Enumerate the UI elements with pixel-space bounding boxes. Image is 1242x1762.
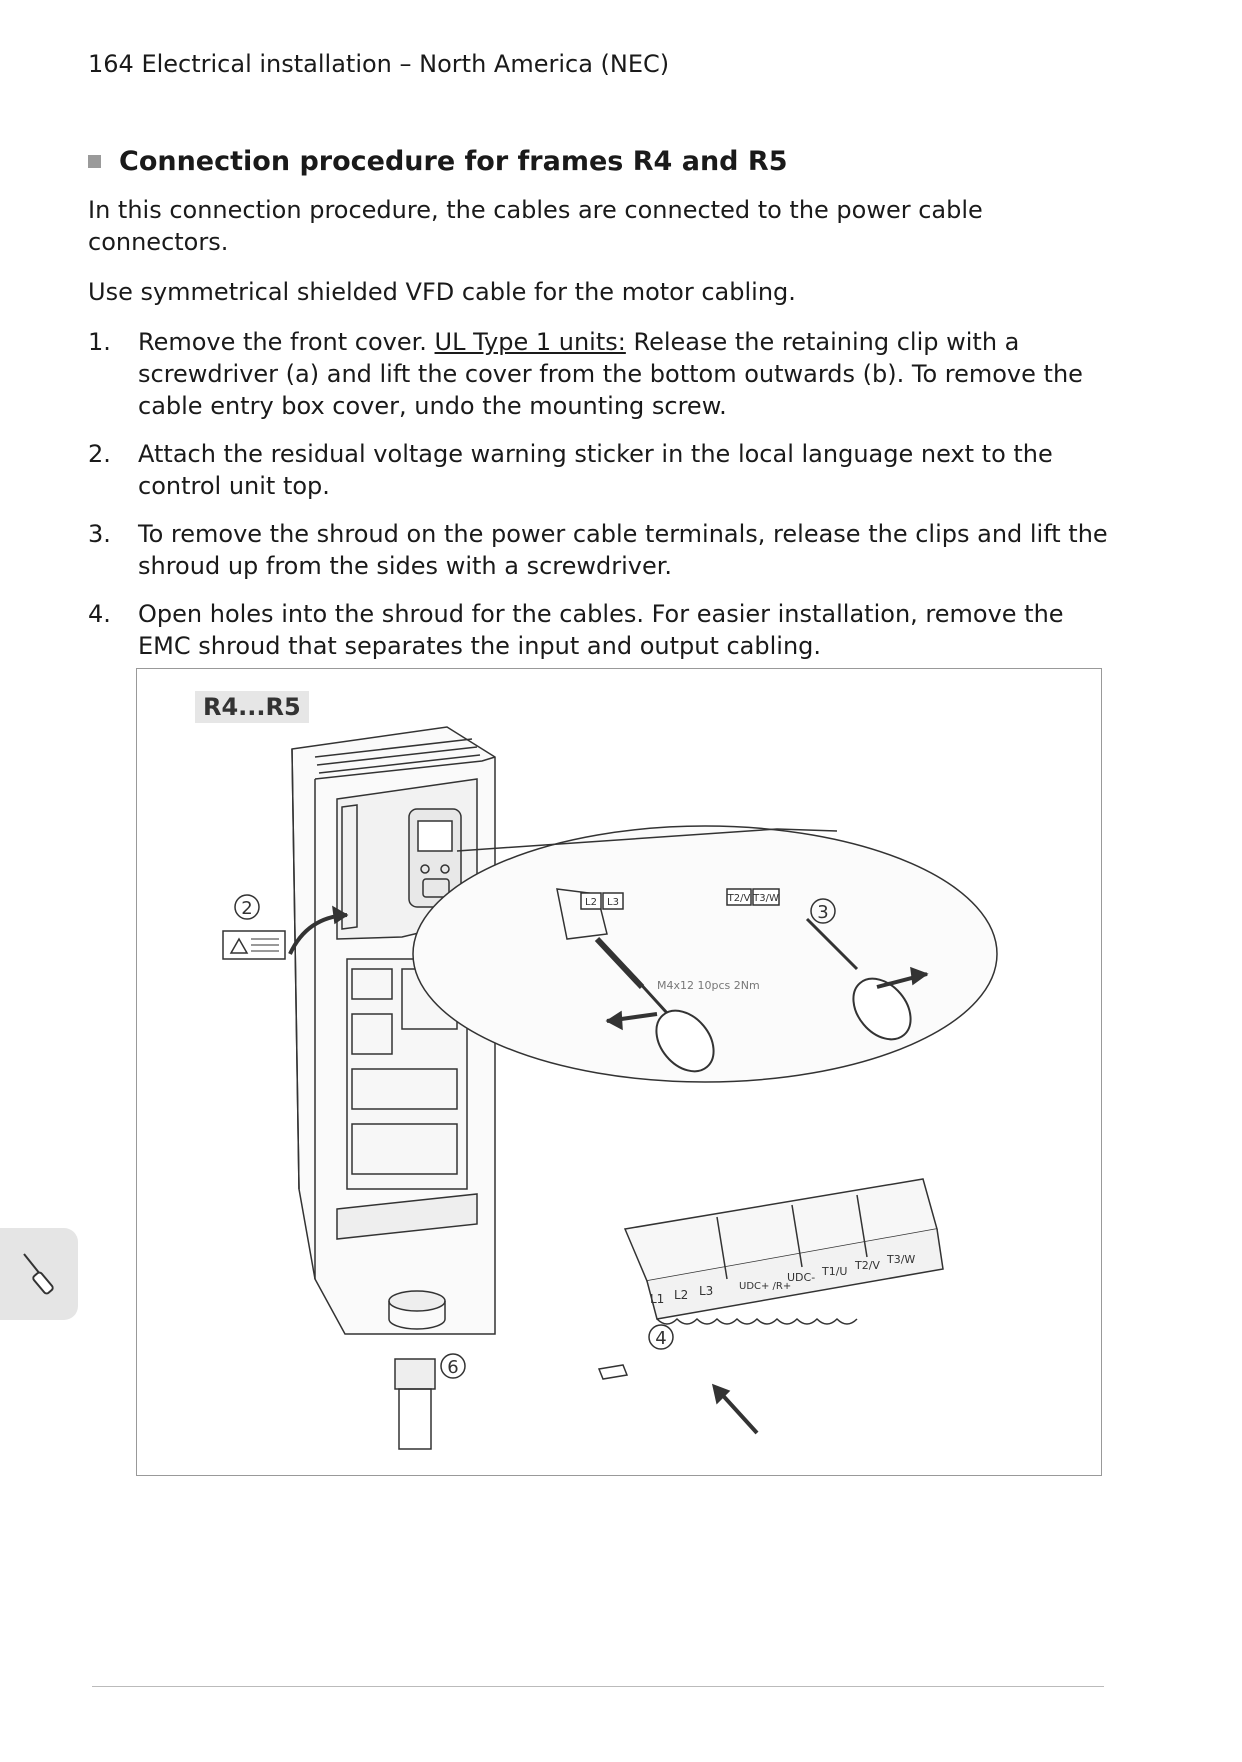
shroud-l2-label: L2 — [674, 1288, 688, 1302]
screwdriver-icon — [23, 1253, 54, 1295]
terminal-l3-label: L3 — [607, 897, 619, 908]
installation-figure: R4...R5 — [136, 668, 1102, 1476]
terminal-t3w-label: T3/W — [752, 893, 779, 904]
terminal-l2-label: L2 — [585, 897, 597, 908]
step-text-post: Release the retaining clip with a screwd… — [138, 328, 1083, 420]
procedure-steps: 1. Remove the front cover. UL Type 1 uni… — [88, 326, 1118, 678]
step-number: 2. — [88, 440, 111, 468]
section-bullet-icon — [88, 155, 101, 168]
step-2: 2. Attach the residual voltage warning s… — [88, 438, 1118, 502]
shroud-drawing: L1 L2 L3 UDC+ /R+ UDC- T1/U T2/V T3/W — [597, 1178, 944, 1435]
terminal-zoom-drawing: L2 L3 T2/V T3/W M4x12 10pcs 2Nm — [412, 825, 998, 1083]
page-header: 164 Electrical installation – North Amer… — [88, 50, 670, 78]
footer-rule — [92, 1686, 1104, 1687]
step-number: 1. — [88, 328, 111, 356]
step-text-pre: Remove the front cover. — [138, 328, 435, 356]
step-text: Attach the residual voltage warning stic… — [138, 440, 1053, 500]
terminal-t2v-label: T2/V — [727, 893, 751, 904]
step-1: 1. Remove the front cover. UL Type 1 uni… — [88, 326, 1118, 422]
section-title: Connection procedure for frames R4 and R… — [88, 146, 787, 177]
callout-3-label: 3 — [817, 902, 828, 923]
shroud-t2v-label: T2/V — [854, 1259, 880, 1272]
step-text: Open holes into the shroud for the cable… — [138, 600, 1064, 660]
callout-4-icon — [648, 1324, 674, 1350]
step-number: 4. — [88, 600, 111, 628]
figure-drawing: 2 6 L2 L3 T2/V T3/W M4x12 10pcs 2Nm — [222, 726, 998, 1450]
callout-2-icon — [234, 894, 260, 920]
callout-2-label: 2 — [241, 898, 252, 919]
callout-6-label: 6 — [447, 1357, 458, 1378]
callout-4-label: 4 — [655, 1328, 666, 1349]
intro-paragraph-1: In this connection procedure, the cables… — [88, 196, 983, 256]
section-title-text: Connection procedure for frames R4 and R… — [119, 146, 788, 177]
shroud-note-label: M4x12 10pcs 2Nm — [657, 979, 760, 992]
step-number: 3. — [88, 520, 111, 548]
chapter-side-tab — [0, 1228, 78, 1320]
step-4: 4. Open holes into the shroud for the ca… — [88, 598, 1118, 662]
shroud-udcminus-label: UDC- — [787, 1271, 815, 1284]
ul-type-1-link: UL Type 1 units: — [434, 328, 626, 356]
callout-6-icon — [440, 1353, 466, 1379]
shroud-l3-label: L3 — [699, 1284, 713, 1298]
callout-3-icon — [810, 898, 836, 924]
shroud-t1u-label: T1/U — [821, 1265, 847, 1278]
step-3: 3. To remove the shroud on the power cab… — [88, 518, 1118, 582]
frame-label: R4...R5 — [195, 691, 309, 723]
drive-unit-drawing — [222, 726, 496, 1450]
step-text: To remove the shroud on the power cable … — [138, 520, 1108, 580]
shroud-t3w-label: T3/W — [886, 1253, 915, 1266]
shroud-udcplus-label: UDC+ /R+ — [739, 1281, 791, 1292]
shroud-l1-label: L1 — [650, 1292, 664, 1306]
intro-paragraph-2: Use symmetrical shielded VFD cable for t… — [88, 278, 796, 306]
